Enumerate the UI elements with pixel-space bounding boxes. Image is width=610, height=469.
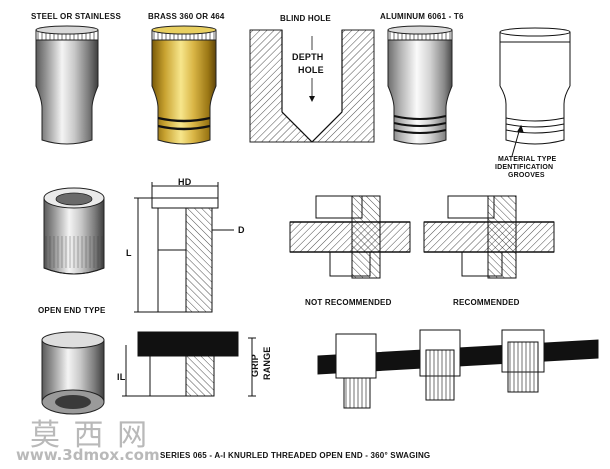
label-recommended: RECOMMENDED [453,298,520,307]
recommended-install [423,195,555,279]
not-recommended-install [289,195,411,279]
blind-hole-section [249,29,375,143]
il-dimension-drawing [122,331,256,397]
installed-perspective [41,331,105,415]
label-grip: GRIP [250,354,260,377]
label-hole: HOLE [298,65,324,75]
steel-rivet-nut [35,25,99,145]
watermark-chars: 莫 西 网 [30,418,150,453]
swaging-sequence [317,329,599,409]
label-open-end-type: OPEN END TYPE [38,306,106,315]
label-aluminum: ALUMINUM 6061 - T6 [380,12,464,21]
label-brass: BRASS 360 OR 464 [148,12,225,21]
label-range: RANGE [262,346,272,380]
open-end-perspective [43,187,105,275]
label-steel: STEEL OR STAINLESS [31,12,121,21]
label-not-recommended: NOT RECOMMENDED [305,298,392,307]
label-l: L [126,248,132,258]
label-blind-hole: BLIND HOLE [280,14,331,23]
label-d: D [238,225,245,235]
caption-series: SERIES 065 - A-I KNURLED THREADED OPEN E… [160,451,431,460]
label-depth: DEPTH [292,52,324,62]
label-il: IL [117,372,126,382]
label-material-type: MATERIAL TYPE [498,156,557,163]
brass-rivet-nut [151,25,217,145]
aluminum-rivet-nut [387,25,453,145]
label-hd: HD [178,177,192,187]
dimension-drawing [134,182,234,313]
watermark-url: www.3dmox.com [16,446,160,464]
material-groove-drawing [499,27,571,157]
label-grooves: GROOVES [508,172,545,179]
label-identification: IDENTIFICATION [495,164,554,171]
